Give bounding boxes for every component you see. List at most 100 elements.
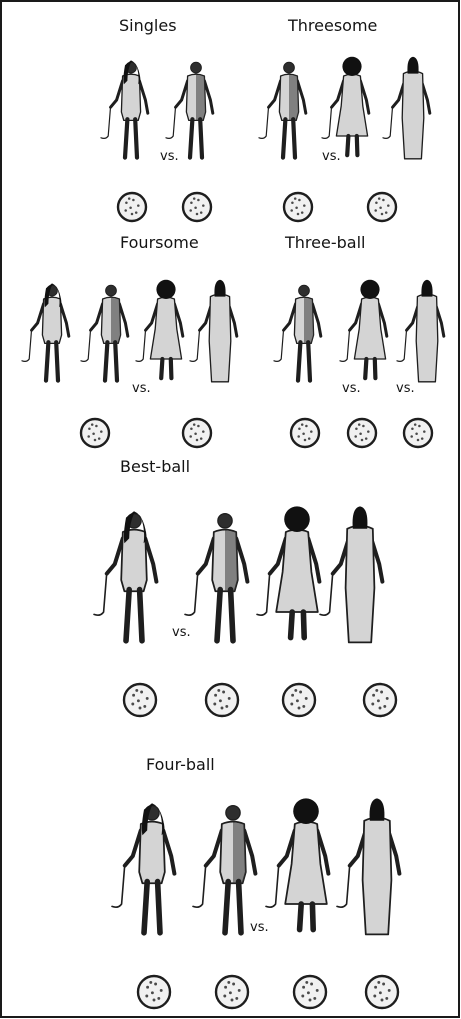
- ball-dimple: [303, 204, 306, 207]
- golf-club-icon: [185, 572, 198, 615]
- ball-dimple: [224, 986, 227, 989]
- golfer-figure: [112, 803, 174, 933]
- golf-club-icon: [257, 572, 270, 615]
- vs-label: vs.: [250, 920, 269, 935]
- ball-dimple: [227, 981, 230, 984]
- ball-dimple: [301, 995, 304, 998]
- ball-dimple: [222, 691, 225, 694]
- arm-shape: [91, 304, 103, 330]
- robe-shape: [402, 71, 424, 159]
- arm-shape: [206, 830, 222, 865]
- ball-dimple: [355, 428, 358, 431]
- golfer-figure: [274, 285, 321, 380]
- ball-dimple: [381, 213, 384, 216]
- ball-dimple: [411, 428, 414, 431]
- golf-club-icon: [340, 329, 350, 361]
- leg-shape: [190, 119, 192, 157]
- golf-club-icon: [274, 329, 284, 361]
- golfer-figure: [322, 57, 369, 155]
- ball-dimple: [385, 211, 388, 214]
- arm-shape: [176, 81, 188, 107]
- ball-dimple: [88, 428, 91, 431]
- golf-ball-icon: [348, 419, 376, 447]
- golfer-figure: [81, 285, 128, 380]
- ball-dimple: [415, 432, 418, 435]
- dress-shape: [276, 530, 318, 612]
- golf-club-icon: [383, 106, 393, 138]
- ball-dimple: [374, 209, 377, 212]
- ball-dimple: [194, 206, 197, 209]
- ball-dimple: [193, 197, 196, 200]
- robe-shape: [416, 294, 438, 382]
- head-icon: [218, 514, 232, 528]
- golf-ball-icon: [291, 419, 319, 447]
- leg-shape: [308, 342, 310, 380]
- shadow-shape: [225, 530, 238, 591]
- ball-dimple: [124, 209, 127, 212]
- ball-dimple: [296, 699, 299, 702]
- leg-shape: [300, 904, 302, 930]
- ball-dimple: [371, 703, 374, 706]
- afro-hair-icon: [342, 57, 361, 76]
- arm-shape: [269, 81, 281, 107]
- ball-dimple: [194, 432, 197, 435]
- ball-dimple: [229, 991, 232, 994]
- golfer-figure: [193, 806, 255, 933]
- vs-label: vs.: [172, 625, 191, 640]
- robe-shape: [209, 294, 231, 382]
- golfer-figure: [383, 57, 430, 159]
- golfer-figure: [337, 798, 399, 934]
- ball-dimple: [131, 213, 134, 216]
- golf-ball-icon: [124, 684, 156, 716]
- leg-shape: [144, 882, 147, 933]
- leg-shape: [303, 612, 304, 638]
- golf-club-icon: [190, 329, 200, 361]
- ball-dimple: [200, 211, 203, 214]
- ball-dimple: [146, 697, 149, 700]
- leg-shape: [217, 590, 220, 641]
- ball-dimple: [302, 432, 305, 435]
- ball-dimple: [354, 435, 357, 438]
- ball-dimple: [146, 986, 149, 989]
- ball-dimple: [290, 209, 293, 212]
- ball-dimple: [362, 425, 365, 428]
- ball-dimple: [94, 439, 97, 442]
- dress-shape: [285, 822, 327, 904]
- format-title: Three-ball: [284, 233, 365, 252]
- shadow-shape: [289, 75, 299, 121]
- ball-dimple: [193, 423, 196, 426]
- ball-dimple: [382, 983, 385, 986]
- golf-club-icon: [112, 864, 125, 907]
- golf-ball-icon: [404, 419, 432, 447]
- golf-ball-icon: [366, 976, 398, 1008]
- shadow-shape: [233, 822, 246, 883]
- leg-shape: [347, 136, 348, 155]
- ball-dimple: [128, 197, 131, 200]
- ball-dimple: [375, 689, 378, 692]
- golfer-figure: [166, 62, 213, 157]
- ball-dimple: [197, 199, 200, 202]
- ball-dimple: [225, 705, 228, 708]
- ball-dimple: [379, 206, 382, 209]
- ball-dimple: [375, 202, 378, 205]
- ball-dimple: [100, 430, 103, 433]
- ball-dimple: [197, 425, 200, 428]
- ball-dimple: [190, 202, 193, 205]
- ball-dimple: [359, 432, 362, 435]
- ball-dimple: [139, 707, 142, 710]
- leg-shape: [171, 359, 172, 378]
- ball-dimple: [299, 691, 302, 694]
- ball-dimple: [145, 995, 148, 998]
- hood-icon: [353, 506, 368, 528]
- robe-shape: [363, 818, 392, 935]
- ball-dimple: [417, 439, 420, 442]
- ball-dimple: [386, 697, 389, 700]
- ball-dimple: [238, 989, 241, 992]
- ball-dimple: [304, 439, 307, 442]
- leg-shape: [46, 342, 48, 380]
- leg-shape: [291, 612, 293, 638]
- ball-dimple: [305, 697, 308, 700]
- leg-shape: [375, 359, 376, 378]
- golfer-figure: [257, 506, 319, 637]
